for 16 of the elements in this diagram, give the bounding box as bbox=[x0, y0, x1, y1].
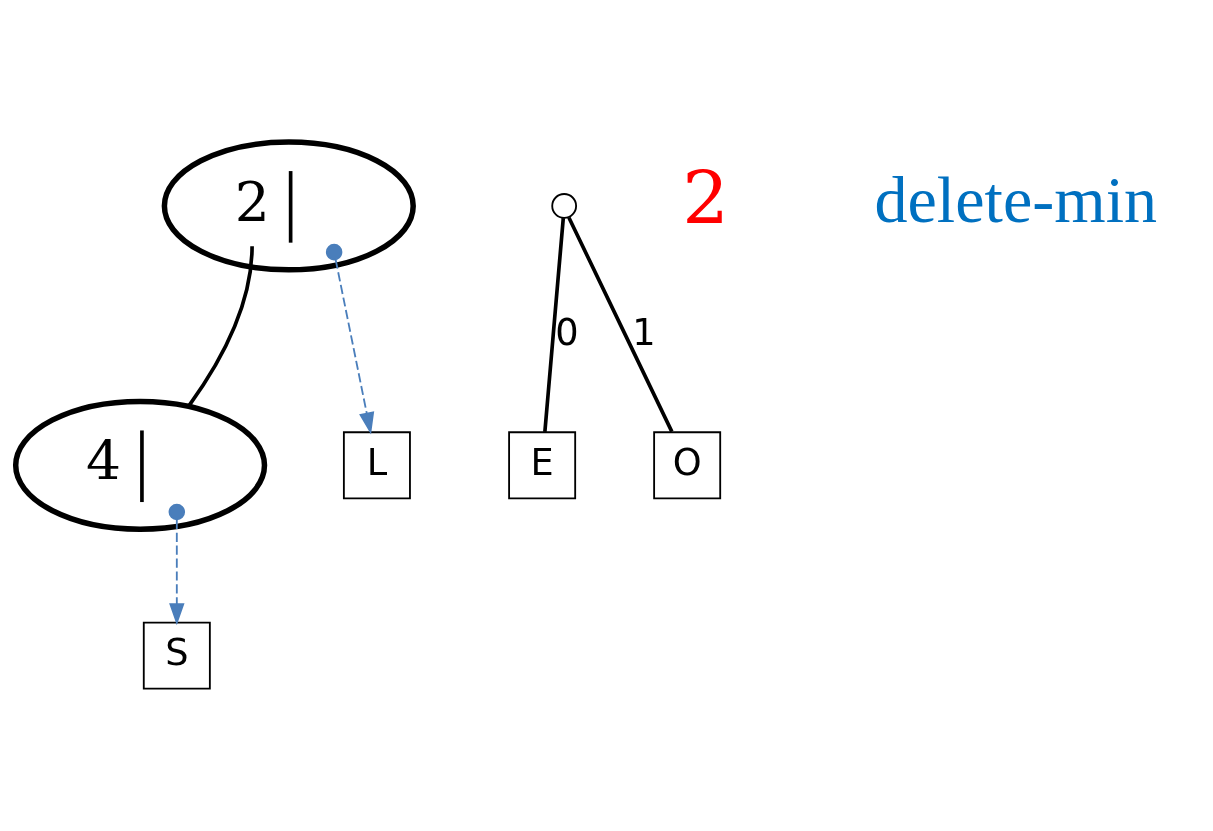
arrow bbox=[168, 503, 186, 626]
edge-label: 0 bbox=[555, 310, 579, 354]
connector bbox=[187, 246, 254, 407]
node-circle bbox=[551, 193, 577, 219]
label: delete-min bbox=[874, 163, 1158, 237]
label: 2 bbox=[682, 156, 729, 242]
node-box: E bbox=[508, 431, 577, 500]
connector bbox=[543, 217, 566, 433]
node-box: S bbox=[142, 621, 211, 690]
node-ellipse: 4 bbox=[12, 398, 268, 532]
edge-label: 1 bbox=[632, 310, 656, 354]
node-box: L bbox=[342, 431, 411, 500]
arrow bbox=[325, 243, 375, 435]
connector bbox=[567, 216, 674, 433]
node-ellipse: 2 bbox=[161, 139, 416, 273]
node-box: O bbox=[653, 431, 722, 500]
